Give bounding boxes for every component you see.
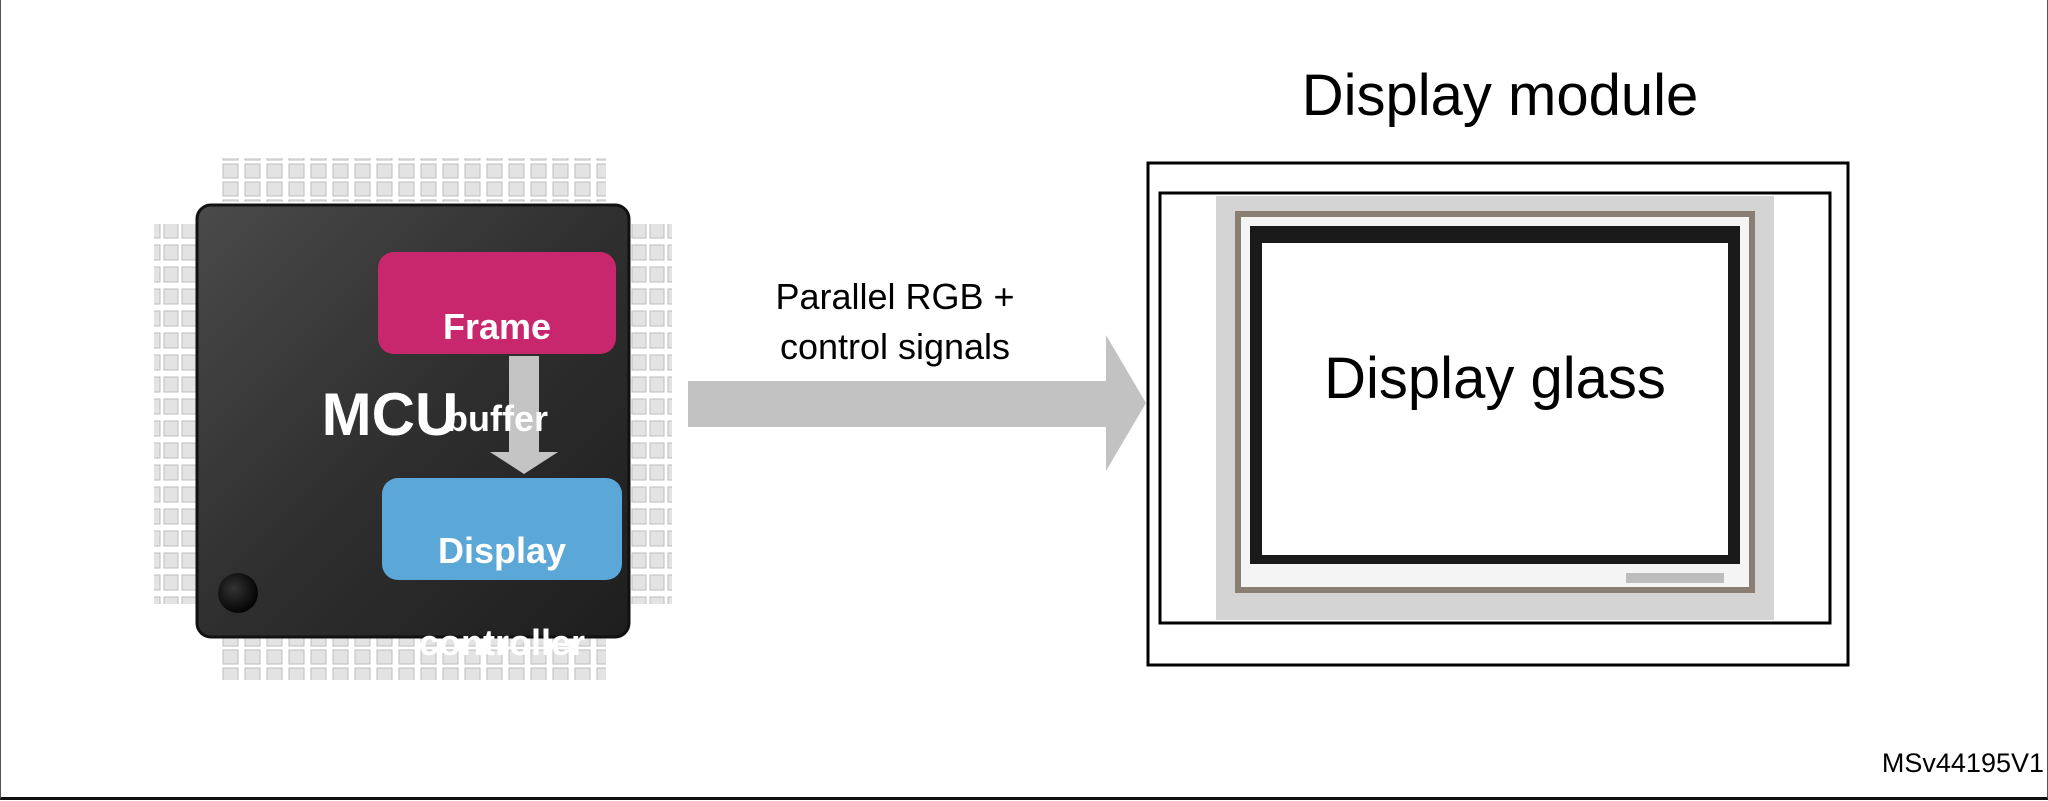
signal-arrow	[688, 335, 1146, 471]
frame-buffer-label: Frame buffer	[378, 258, 616, 442]
figure-id: MSv44195V1	[1881, 748, 2044, 778]
display-module-outer-border	[1146, 161, 1850, 667]
display-status-strip	[1626, 573, 1724, 583]
display-glass	[1262, 243, 1728, 555]
mcu-label: MCU	[321, 381, 459, 448]
display-glass-label: Display glass	[1324, 346, 1666, 411]
display-controller-line2: controller	[418, 622, 586, 663]
display-module-title: Display module	[1301, 63, 1699, 128]
chip-pins-top	[218, 158, 606, 202]
frame-buffer-line2: buffer	[446, 398, 548, 439]
display-controller-box	[382, 478, 622, 580]
chip-pins-bottom	[218, 636, 606, 680]
signal-label-line2: control signals	[779, 326, 1011, 367]
display-module-inner-border	[1158, 191, 1832, 625]
chip-pins-right	[628, 224, 672, 604]
signal-arrow-label: Parallel RGB + control signals	[700, 272, 1090, 372]
frame-buffer-line1: Frame	[442, 306, 552, 347]
signal-label-line1: Parallel RGB +	[775, 276, 1015, 317]
chip-pin1-dot	[218, 573, 258, 613]
display-controller-line1: Display	[437, 530, 567, 571]
display-controller-label: Display controller	[382, 482, 622, 666]
chip-pins-left	[154, 224, 198, 604]
frame-buffer-box	[378, 252, 616, 354]
internal-down-arrow	[490, 356, 558, 474]
